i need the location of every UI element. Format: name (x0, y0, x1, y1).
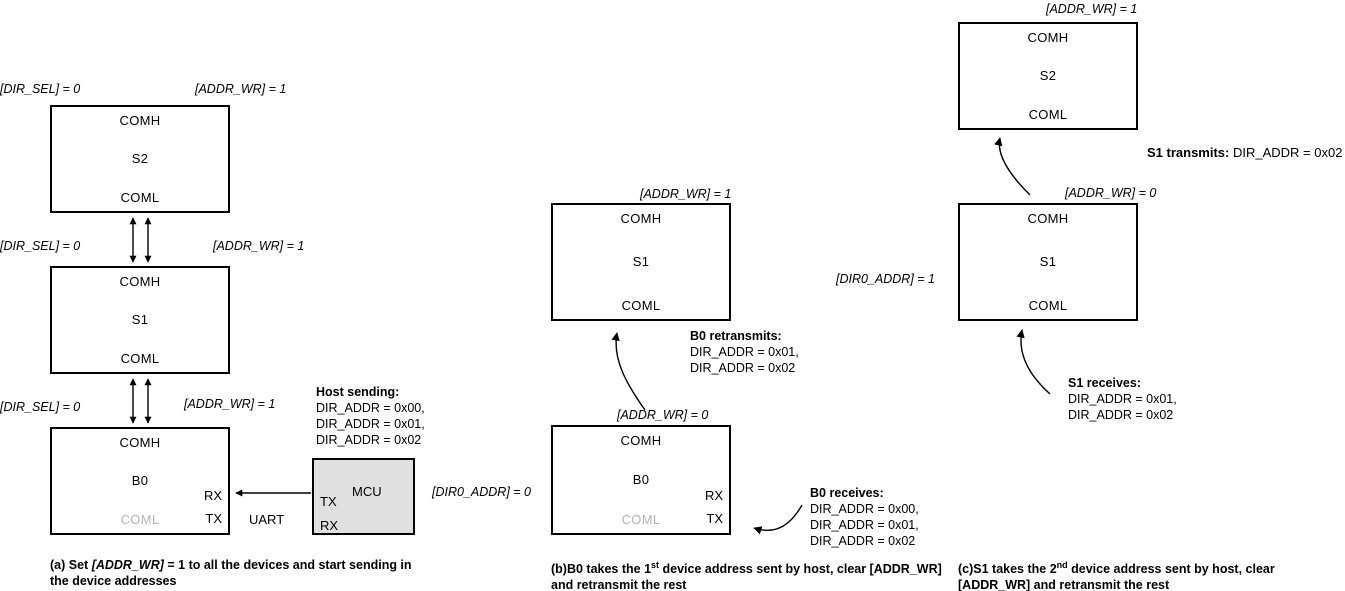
caption-prefix: (a) Set (50, 558, 92, 572)
note-b0-retransmits: B0 retransmits: DIR_ADDR = 0x01, DIR_ADD… (690, 328, 799, 376)
note-line: DIR_ADDR = 0x00, (316, 401, 425, 415)
box-device-name: B0 (632, 472, 650, 487)
note-line: DIR_ADDR = 0x02 (810, 534, 916, 548)
device-box-b-b0: COMH B0 COML RX TX (551, 425, 731, 535)
signal-label-addr-wr-c-top: [ADDR_WR] = 1 (1046, 2, 1138, 16)
note-header: B0 retransmits: (690, 329, 782, 343)
caption-prefix: (b)B0 takes the 1 (551, 562, 652, 577)
device-box-c-s2: COMH S2 COML (958, 22, 1138, 130)
signal-label-addr-wr-c-bottom: [ADDR_WR] = 0 (1065, 186, 1157, 200)
note-line: DIR_ADDR = 0x01, (1068, 392, 1177, 406)
box-comh-label: COMH (620, 211, 662, 226)
mcu-port-tx: TX (320, 494, 337, 509)
signal-label-addr-wr-bottom: [ADDR_WR] = 1 (184, 397, 276, 411)
box-device-name: S2 (1039, 68, 1057, 83)
note-line: DIR_ADDR = 0x01, (316, 417, 425, 431)
mcu-box: MCU TX RX (312, 458, 415, 535)
device-box-c-s1: COMH S1 COML (958, 203, 1138, 321)
caption-suffix: device address sent by host, clear [ADDR… (551, 562, 942, 591)
box-coml-label: COML (621, 298, 661, 313)
bus-label-uart: UART (249, 512, 285, 527)
box-device-name: B0 (131, 473, 149, 488)
box-device-name: S2 (131, 151, 149, 166)
box-port-rx: RX (704, 488, 723, 503)
signal-label-dir-sel-mid: [DIR_SEL] = 0 (0, 239, 81, 253)
note-header: B0 receives: (810, 486, 884, 500)
box-port-tx: TX (706, 511, 723, 526)
signal-label-addr-wr-b-top: [ADDR_WR] = 1 (640, 187, 732, 201)
caption-suffix: device address sent by host, clear [ADDR… (958, 562, 1275, 591)
caption-superscript: nd (1056, 560, 1068, 570)
box-comh-label: COMH (119, 274, 161, 289)
curved-arrow-c-receives-callout (1016, 329, 1051, 395)
signal-label-addr-wr-top: [ADDR_WR] = 1 (195, 82, 287, 96)
note-s1-receives: S1 receives: DIR_ADDR = 0x01, DIR_ADDR =… (1068, 375, 1177, 423)
bus-arrow-a-s2-s1 (129, 217, 152, 263)
caption-superscript: st (651, 560, 660, 570)
signal-label-dir0-addr-b: [DIR0_ADDR] = 1 (836, 272, 935, 286)
box-device-name: S1 (632, 254, 650, 269)
note-line: DIR_ADDR = 0x01, (690, 345, 799, 359)
caption-panel-c: (c)S1 takes the 2nd device address sent … (958, 557, 1345, 591)
caption-italic: [ADDR_WR] (91, 558, 164, 572)
note-s1-transmits: S1 transmits: DIR_ADDR = 0x02 (1147, 145, 1342, 160)
box-device-name: S1 (1039, 254, 1057, 269)
caption-panel-b: (b)B0 takes the 1st device address sent … (551, 557, 951, 591)
signal-label-dir-sel-top: [DIR_SEL] = 0 (0, 82, 81, 96)
mcu-label: MCU (352, 484, 382, 499)
device-box-b-s1: COMH S1 COML (551, 203, 731, 321)
note-header: S1 transmits: (1147, 145, 1230, 160)
signal-label-dir-sel-bottom: [DIR_SEL] = 0 (0, 400, 81, 414)
caption-suffix: = 1 to all the devices and start sending… (50, 558, 412, 588)
box-comh-label: COMH (620, 433, 662, 448)
bus-arrow-a-s1-b0 (129, 378, 152, 424)
note-host-sending: Host sending: DIR_ADDR = 0x00, DIR_ADDR … (316, 384, 425, 448)
box-coml-label: COML (120, 512, 160, 527)
note-header: S1 receives: (1068, 376, 1141, 390)
note-line: DIR_ADDR = 0x02 (316, 433, 422, 447)
box-port-tx: TX (205, 511, 222, 526)
note-line: DIR_ADDR = 0x02 (1068, 408, 1174, 422)
box-comh-label: COMH (119, 435, 161, 450)
box-coml-label: COML (1028, 298, 1068, 313)
signal-label-addr-wr-b-bottom: [ADDR_WR] = 0 (617, 408, 709, 422)
signal-label-addr-wr-mid: [ADDR_WR] = 1 (213, 239, 305, 253)
curved-arrow-b-receives-callout (753, 504, 803, 535)
box-coml-label: COML (1028, 107, 1068, 122)
curved-arrow-c-s1-to-s2 (994, 137, 1031, 196)
note-b0-receives: B0 receives: DIR_ADDR = 0x00, DIR_ADDR =… (810, 485, 919, 549)
note-line: DIR_ADDR = 0x00, (810, 502, 919, 516)
note-value: DIR_ADDR = 0x02 (1229, 145, 1343, 160)
device-box-a-s1: COMH S1 COML (50, 266, 230, 374)
box-comh-label: COMH (1027, 211, 1069, 226)
box-coml-label: COML (120, 190, 160, 205)
signal-label-dir0-addr-a: [DIR0_ADDR] = 0 (432, 485, 531, 499)
box-device-name: S1 (131, 312, 149, 327)
note-header: Host sending: (316, 385, 400, 399)
box-comh-label: COMH (119, 113, 161, 128)
box-coml-label: COML (120, 351, 160, 366)
box-coml-label: COML (621, 512, 661, 527)
note-line: DIR_ADDR = 0x01, (810, 518, 919, 532)
caption-panel-a: (a) Set [ADDR_WR] = 1 to all the devices… (50, 557, 420, 589)
mcu-port-rx: RX (320, 518, 339, 533)
box-port-rx: RX (203, 488, 222, 503)
curved-arrow-b-b0-to-s1 (611, 332, 646, 411)
device-box-a-b0: COMH B0 COML RX TX (50, 427, 230, 535)
note-line: DIR_ADDR = 0x02 (690, 361, 796, 375)
caption-prefix: (c)S1 takes the 2 (958, 562, 1057, 577)
box-comh-label: COMH (1027, 30, 1069, 45)
device-box-a-s2: COMH S2 COML (50, 105, 230, 213)
